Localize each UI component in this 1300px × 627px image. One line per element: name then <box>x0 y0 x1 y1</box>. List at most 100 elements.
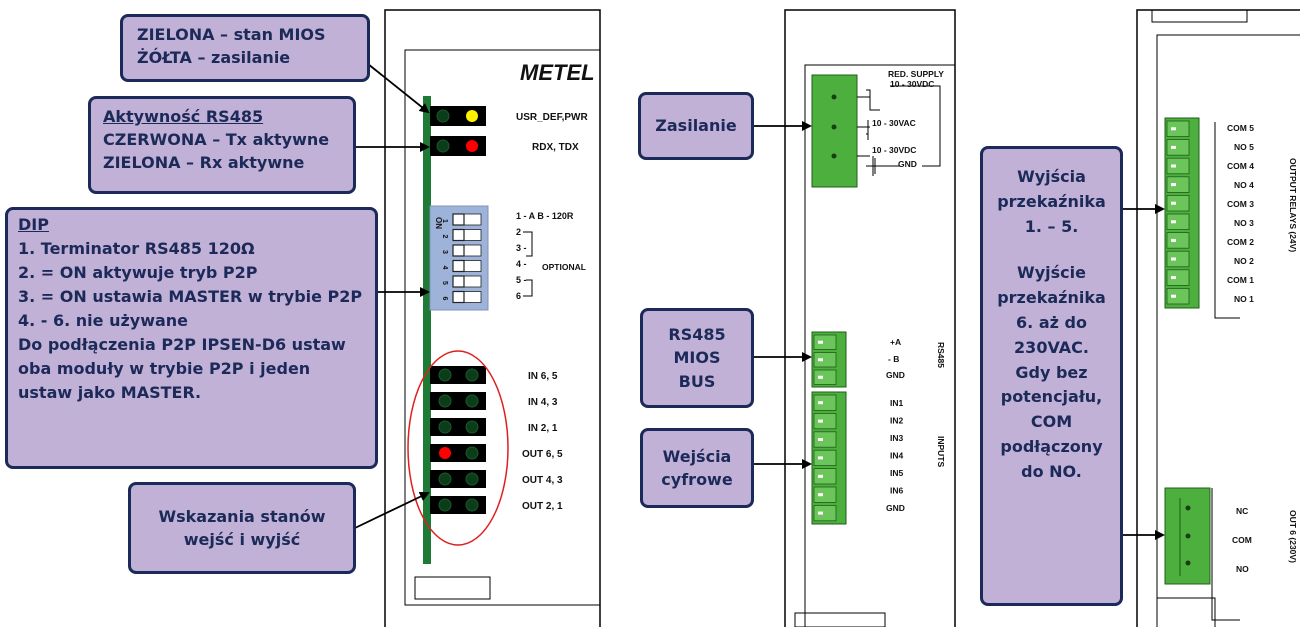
relay-pin-contact <box>1171 183 1176 187</box>
relay-pin-contact <box>1171 201 1176 205</box>
led-green <box>465 472 479 486</box>
dip-label: 5 - <box>516 275 527 285</box>
led-green <box>438 498 452 512</box>
dip-bracket-2 <box>523 279 533 297</box>
rs485-pins <box>813 334 837 385</box>
dip-number: 6 <box>441 297 448 301</box>
device-1-bottom-latch <box>414 576 491 600</box>
rs485-pin <box>813 369 837 385</box>
relay-pin <box>1166 120 1190 138</box>
relay-pin-contact <box>1171 164 1176 168</box>
terminal-screw <box>1185 533 1191 539</box>
dip-optional-label: OPTIONAL <box>542 262 586 272</box>
input-pin <box>813 394 837 411</box>
device-3-inner-edge <box>1156 34 1300 627</box>
out6-label: NO <box>1236 564 1249 574</box>
callout-dip-line: 2. = ON aktywuje tryb P2P <box>18 263 258 282</box>
input-label: IN2 <box>890 416 904 426</box>
relay-label: COM 5 <box>1227 123 1254 133</box>
callout-dip-line: 1. Terminator RS485 120Ω <box>18 239 255 258</box>
arrow-io-states <box>354 491 430 529</box>
callout-io-states-text: Wskazania stanów wejść i wyjść <box>158 506 326 549</box>
callout-led-status: ZIELONA – stan MIOS ŻÓŁTA – zasilanie <box>120 14 370 82</box>
callout-led-status-line: ZIELONA – stan MIOS <box>137 25 326 44</box>
relay-label: COM 1 <box>1227 275 1254 285</box>
dip-label: 4 - <box>516 259 527 269</box>
relay-label: NO 1 <box>1234 294 1254 304</box>
relay-label: COM 3 <box>1227 199 1254 209</box>
relay-label: NO 4 <box>1234 180 1254 190</box>
status-label-rdx: RDX, TDX <box>532 142 579 153</box>
relay-label: COM 4 <box>1227 161 1254 171</box>
terminal-screw <box>831 153 837 159</box>
rs485-label-gnd: GND <box>886 370 905 380</box>
metel-logo: METEL <box>520 60 595 85</box>
rs485-pin <box>813 334 837 350</box>
callout-dip-line: Do podłączenia P2P IPSEN-D6 ustaw oba mo… <box>18 335 346 402</box>
dip-label: 1 - A B - 120R <box>516 211 574 221</box>
rs485-pin-contact <box>818 340 823 344</box>
io-label: OUT 6, 5 <box>522 449 563 460</box>
rs485-pin-contact <box>818 358 823 362</box>
out6-bracket <box>1211 488 1240 621</box>
callout-dip-line: 4. - 6. nie używane <box>18 311 189 330</box>
input-pin <box>813 486 837 503</box>
rs485-pin <box>813 352 837 368</box>
device-2-outline <box>784 9 956 627</box>
relay-pin-contact <box>1171 276 1176 280</box>
input-pin-contact <box>818 419 823 423</box>
dip-on-label: ON <box>434 217 443 229</box>
dip-switch-lever <box>452 228 465 242</box>
io-label: IN 4, 3 <box>528 397 558 408</box>
relay-pins <box>1166 120 1190 305</box>
relay-pin <box>1166 213 1190 231</box>
input-pin-contact <box>818 493 823 497</box>
device-3-top-latch <box>1151 9 1248 23</box>
io-label: OUT 2, 1 <box>522 501 563 512</box>
relay-pin-contact <box>1171 257 1176 261</box>
out6-title: OUT 6 (230V) <box>1288 510 1298 563</box>
rs485-label-a: +A <box>890 337 901 347</box>
callout-dip-line: 3. = ON ustawia MASTER w trybie P2P <box>18 287 363 306</box>
callout-rs485-bus: RS485 MIOS BUS <box>640 308 754 408</box>
input-pin <box>813 504 837 522</box>
out6-pins <box>1179 498 1191 576</box>
led-green <box>438 368 452 382</box>
led-green <box>465 394 479 408</box>
input-pin-contact <box>818 401 823 405</box>
led-green <box>465 420 479 434</box>
relay-pin <box>1166 157 1190 175</box>
dip-label: 2 <box>516 227 521 237</box>
relay-label: NO 5 <box>1234 142 1254 152</box>
supply-wiring <box>866 85 941 176</box>
dip-number: 2 <box>441 235 448 239</box>
out6-label: COM <box>1232 535 1252 545</box>
callout-rs485-activity-line: CZERWONA – Tx aktywne <box>103 130 330 150</box>
callout-dip-title: DIP <box>18 215 49 234</box>
device-2-inner-edge <box>804 64 955 627</box>
supply-label-red: RED. SUPPLY <box>888 69 944 79</box>
led-green <box>438 472 452 486</box>
input-pin-contact <box>818 438 823 441</box>
led-yellow <box>466 110 478 122</box>
input-label: IN6 <box>890 486 904 496</box>
led-red <box>466 140 478 152</box>
callout-rs485-activity: Aktywność RS485 CZERWONA – Tx aktywne ZI… <box>88 96 356 194</box>
io-label: IN 6, 5 <box>528 371 558 382</box>
callout-supply: Zasilanie <box>638 92 754 160</box>
relays-bracket <box>1214 122 1240 319</box>
relay-label: NO 3 <box>1234 218 1254 228</box>
callout-relay6-text: Wyjście przekaźnika 6. aż do 230VAC. Gdy… <box>997 263 1106 481</box>
io-label: IN 2, 1 <box>528 423 558 434</box>
input-pin-contact <box>818 456 823 460</box>
callout-digital-inputs: Wejścia cyfrowe <box>640 428 754 508</box>
input-label: IN5 <box>890 468 904 478</box>
led-green <box>438 394 452 408</box>
input-pin-contact <box>818 474 823 478</box>
relay-pin <box>1166 194 1190 212</box>
